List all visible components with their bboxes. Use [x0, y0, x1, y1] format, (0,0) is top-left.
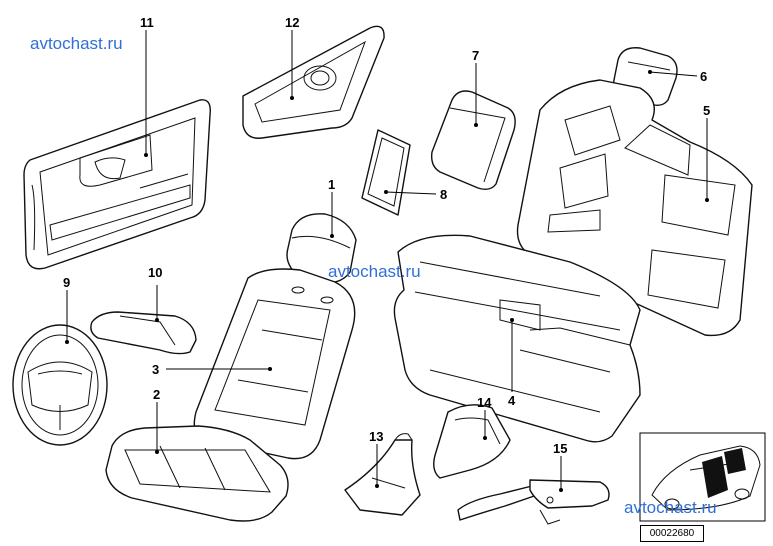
callout-8: 8 — [440, 187, 447, 202]
vehicle-location-inset — [639, 432, 766, 522]
door-trim-panel — [23, 99, 211, 270]
door-pocket-trim — [242, 25, 385, 139]
rear-seat-cushion — [393, 234, 641, 443]
callout-labels: 11 12 7 6 5 8 1 10 9 3 2 4 14 13 15 — [63, 15, 710, 456]
front-backrest — [193, 268, 356, 460]
watermark-center: avtochast.ru — [328, 262, 421, 281]
callout-13: 13 — [369, 429, 383, 444]
callout-15: 15 — [553, 441, 567, 456]
callout-leaders — [65, 30, 709, 492]
callout-9: 9 — [63, 275, 70, 290]
handbrake-boot — [433, 404, 511, 479]
callout-7: 7 — [472, 48, 479, 63]
callout-11: 11 — [140, 15, 154, 30]
callout-12: 12 — [285, 15, 299, 30]
steering-wheel — [12, 324, 108, 446]
cushion-block — [430, 90, 516, 191]
flat-pad — [361, 129, 411, 216]
watermark-bottom-right: avtochast.ru — [624, 498, 717, 517]
callout-3: 3 — [152, 362, 159, 377]
watermark-top-left: avtochast.ru — [30, 34, 123, 53]
reference-number: 00022680 — [640, 525, 704, 542]
bolster-roll — [286, 213, 357, 284]
callout-4: 4 — [508, 393, 516, 408]
callout-14: 14 — [477, 395, 492, 410]
callout-1: 1 — [328, 177, 335, 192]
callout-2: 2 — [153, 387, 160, 402]
armrest — [90, 311, 197, 355]
handbrake-lever — [457, 479, 610, 525]
front-seat-cushion — [105, 425, 289, 522]
callout-5: 5 — [703, 103, 710, 118]
callout-6: 6 — [700, 69, 707, 84]
callout-10: 10 — [148, 265, 162, 280]
gear-shift-boot — [344, 433, 421, 516]
